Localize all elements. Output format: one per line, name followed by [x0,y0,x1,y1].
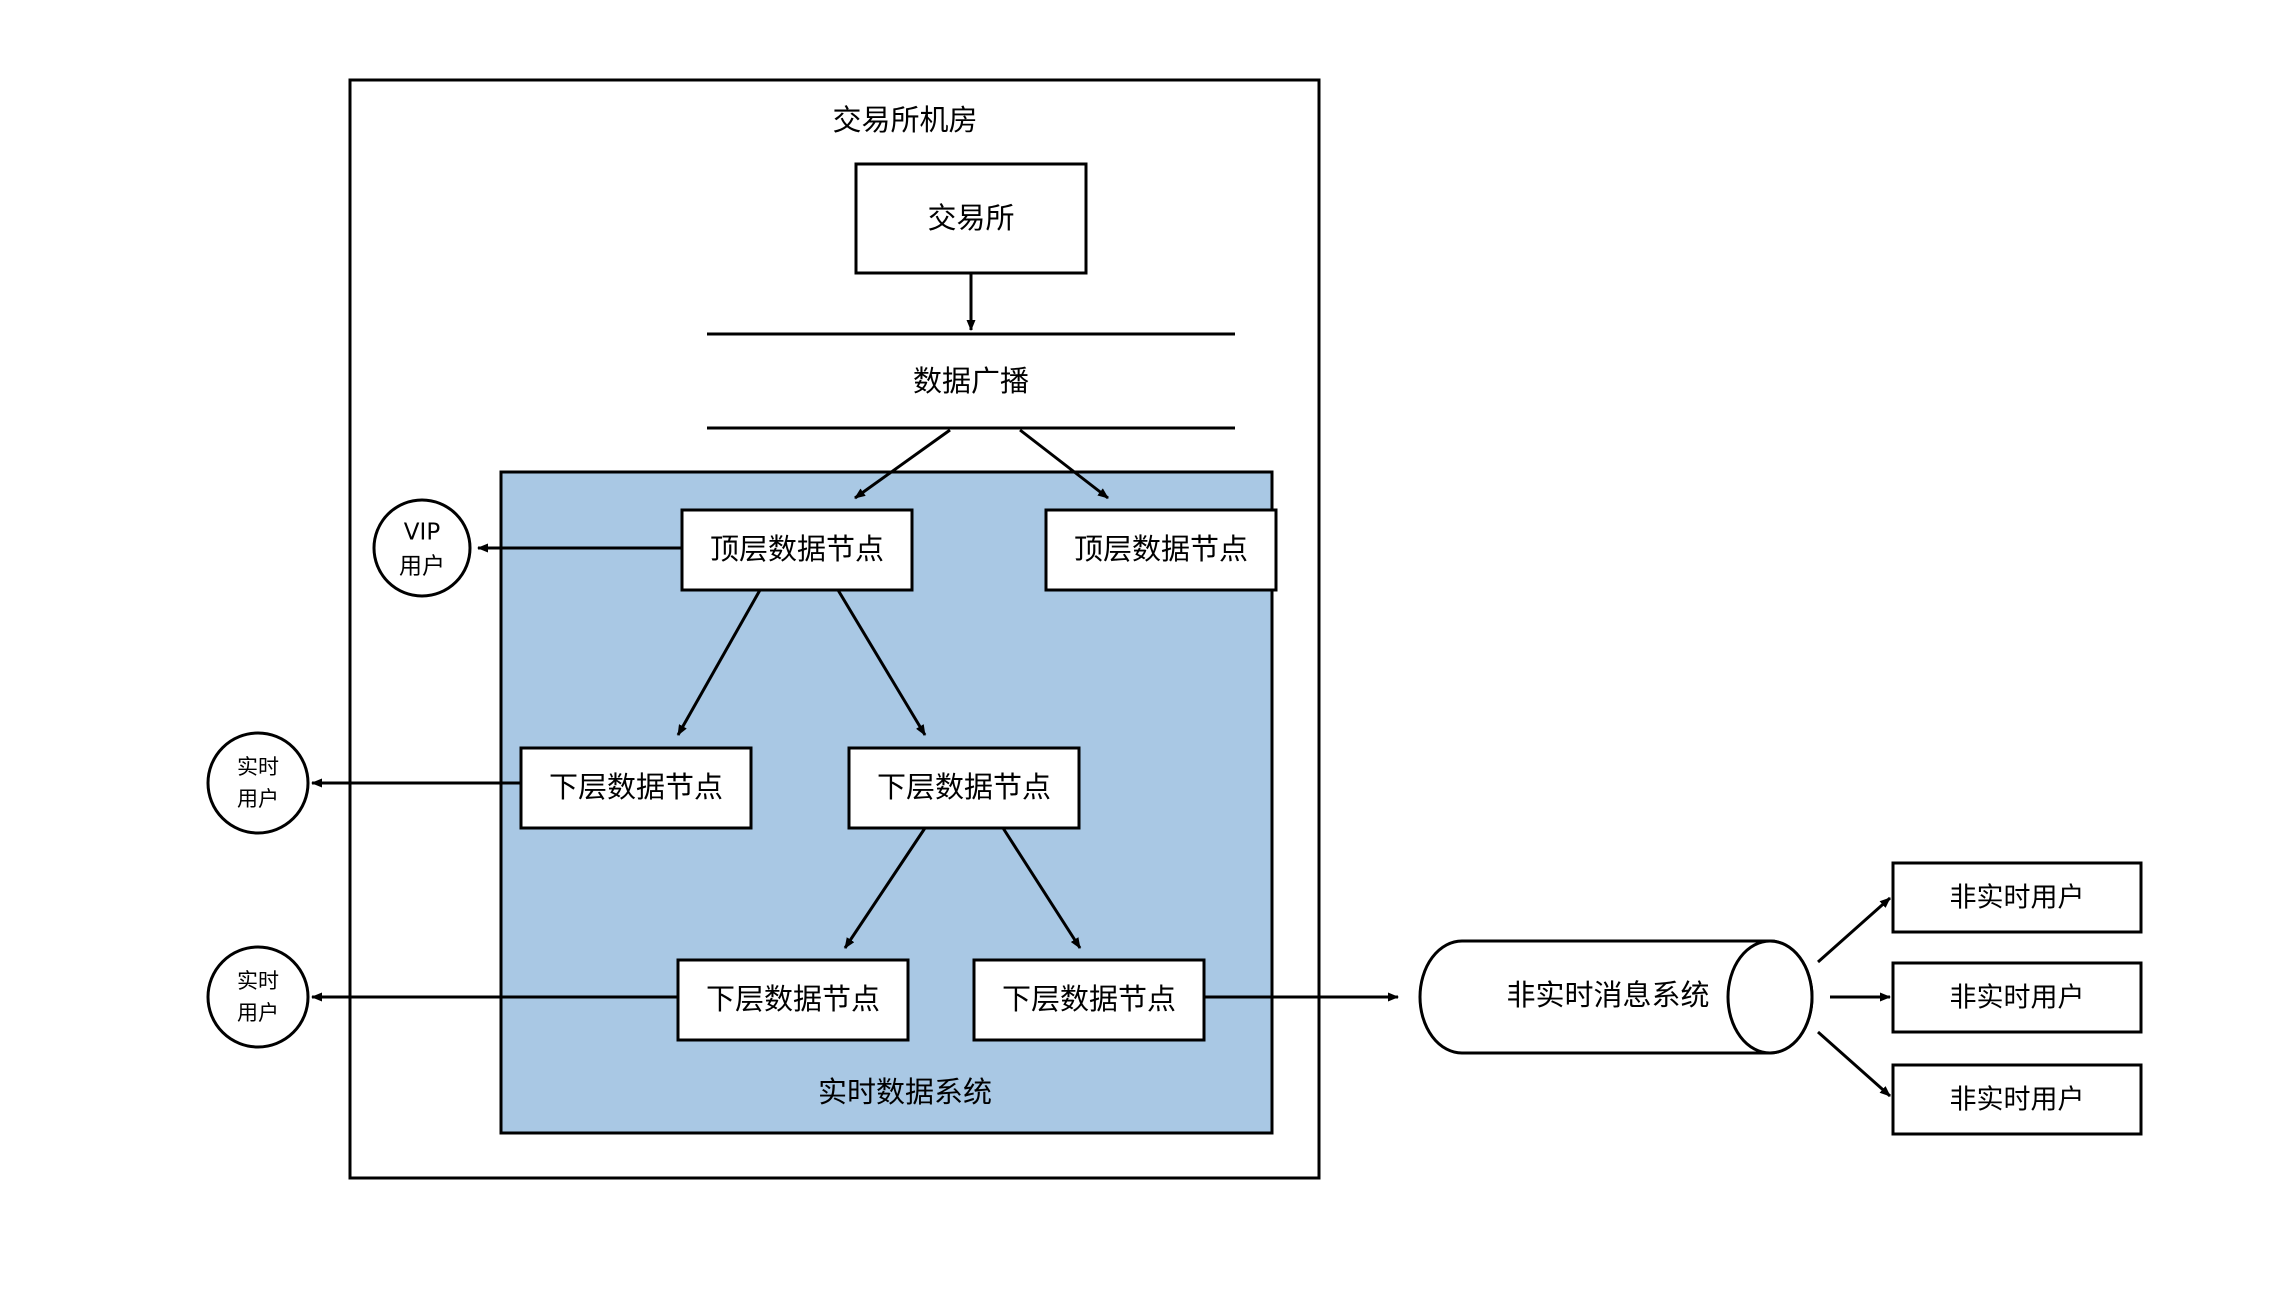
edge-broadcast-to-top-node-left [854,428,951,500]
node-top-data-node-right-label: 顶层数据节点 [1074,532,1248,566]
node-vip-user-label-line2: 用户 [399,554,445,580]
node-non-realtime-user-1-label: 非实时用户 [1950,883,2085,914]
edge-lower-node-2-to-lower-node-4 [1001,827,1082,949]
node-lower-data-node-2[interactable] [847,746,1081,830]
node-lower-data-node-1[interactable] [519,746,753,830]
node-lower-data-node-3-label: 下层数据节点 [706,982,880,1016]
node-data-broadcast-label: 数据广播 [913,364,1029,398]
node-exchange[interactable] [854,162,1088,275]
edge-message-system-to-non-realtime-user-3 [1817,1030,1891,1098]
node-vip-user[interactable] [372,498,472,598]
container-realtime-data-system-label: 实时数据系统 [818,1075,992,1109]
node-lower-data-node-4[interactable] [972,958,1206,1042]
node-realtime-user-2-label-line1: 实时 [237,969,279,993]
node-realtime-user-1[interactable] [206,731,310,835]
node-non-realtime-user-2-label: 非实时用户 [1950,983,2085,1014]
node-realtime-user-1-label-line1: 实时 [237,755,279,779]
node-lower-data-node-4-label: 下层数据节点 [1002,982,1176,1016]
node-message-system-label: 非实时消息系统 [1506,978,1709,1012]
node-non-realtime-user-3[interactable] [1891,1063,2143,1136]
node-vip-user-label-line1: VIP [404,520,441,546]
node-exchange-label: 交易所 [927,201,1014,235]
node-top-data-node-right[interactable] [1044,508,1278,592]
edge-top-node-to-lower-node-2 [836,589,927,736]
node-realtime-user-2-label-line2: 用户 [237,1001,279,1025]
container-exchange-room-label: 交易所机房 [832,103,977,137]
node-top-data-node-left[interactable] [680,508,914,592]
node-lower-data-node-1-label: 下层数据节点 [549,770,723,804]
node-non-realtime-user-1[interactable] [1891,861,2143,934]
node-lower-data-node-2-label: 下层数据节点 [877,770,1051,804]
node-message-system-cap [1726,939,1814,1055]
edge-top-node-to-lower-node-1 [676,589,762,736]
edge-lower-node-2-to-lower-node-3 [843,827,927,949]
node-top-data-node-left-label: 顶层数据节点 [710,532,884,566]
node-non-realtime-user-2[interactable] [1891,961,2143,1034]
node-lower-data-node-3[interactable] [676,958,910,1042]
node-realtime-user-2[interactable] [206,945,310,1049]
node-non-realtime-user-3-label: 非实时用户 [1950,1085,2085,1116]
edge-broadcast-to-top-node-right [1019,428,1109,500]
node-realtime-user-1-label-line2: 用户 [237,787,279,811]
edge-message-system-to-non-realtime-user-1 [1817,896,1891,964]
